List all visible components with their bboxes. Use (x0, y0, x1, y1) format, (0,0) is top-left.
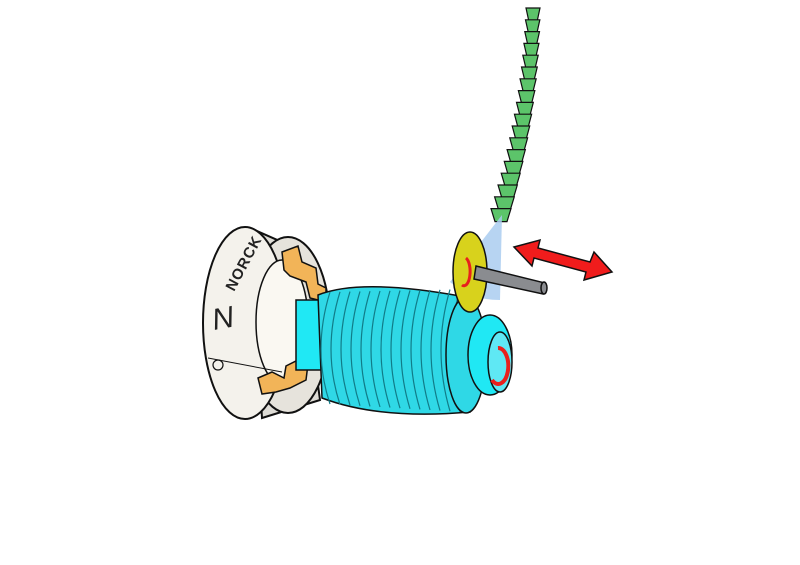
nozzle-segment (524, 31, 541, 46)
nozzle-segment (515, 101, 535, 116)
nozzle-segment (500, 172, 521, 187)
rotation-arrow-icon (490, 346, 511, 386)
double-arrow-icon (512, 238, 614, 282)
nozzle-segment (513, 113, 533, 128)
spray-nozzle (490, 7, 541, 223)
nozzle-segment (520, 66, 539, 81)
nozzle-segment (511, 125, 531, 140)
nozzle-segment (524, 19, 541, 34)
thread-rib (360, 291, 371, 407)
nozzle-segment (519, 78, 537, 93)
polishing-disc (452, 231, 548, 313)
nozzle-segment (508, 137, 529, 152)
thread-rib (400, 290, 411, 409)
thread-rib (380, 290, 391, 408)
thread-rib (350, 291, 361, 406)
thread-rib (390, 290, 401, 409)
thread-rib (340, 291, 351, 406)
thread-rib (430, 289, 441, 411)
nozzle-segment (497, 184, 519, 199)
thread-rib (370, 290, 381, 408)
thread-rib (330, 291, 341, 405)
thread-rib (440, 289, 451, 412)
nozzle-segment (506, 149, 527, 164)
thread-rib (420, 289, 431, 411)
nozzle-segment (523, 42, 540, 57)
nozzle-segment (525, 7, 541, 22)
nozzle-segment (493, 196, 516, 211)
chuck-logo-mark: N (209, 300, 237, 336)
thread-rib (320, 291, 331, 405)
nozzle-segment (517, 90, 536, 105)
threaded-workpiece (295, 286, 513, 415)
thread-rib (410, 290, 421, 410)
nozzle-segment (503, 160, 524, 175)
nozzle-segment (522, 54, 539, 69)
nozzle-segment (490, 208, 512, 223)
